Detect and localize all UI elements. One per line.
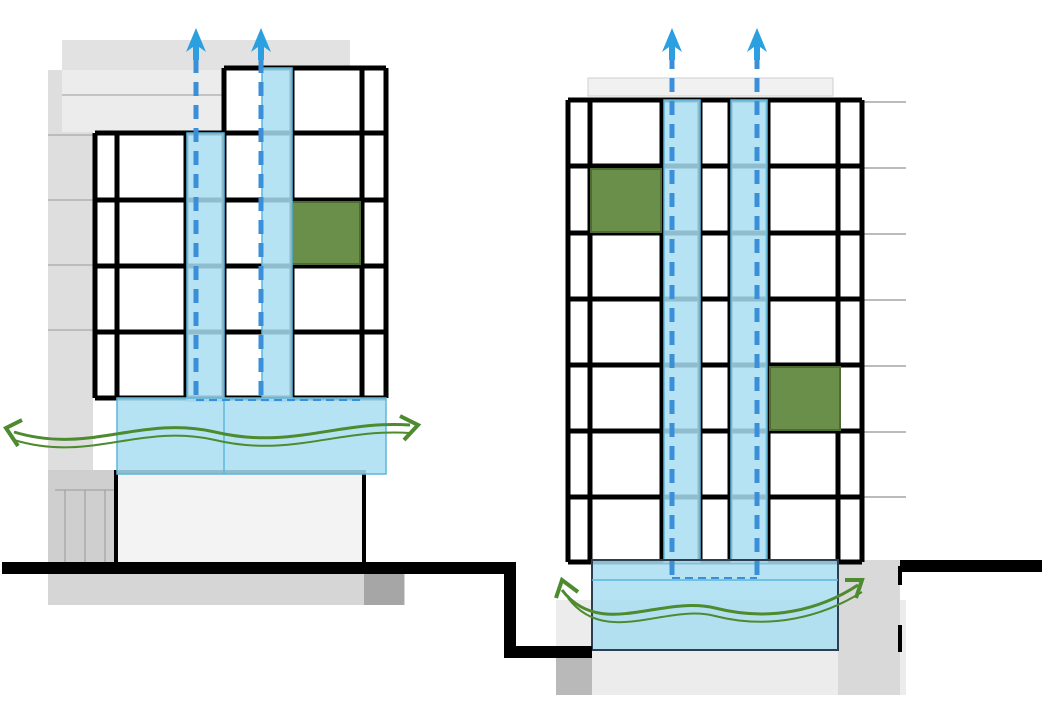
left-context-plinth	[48, 574, 405, 605]
right-plenum	[591, 559, 839, 651]
left-exhaust-arrows	[186, 28, 271, 60]
right-ground-line	[504, 562, 592, 658]
right-shaft-1	[663, 99, 701, 563]
right-context-roof	[587, 77, 834, 97]
left-green-panel	[291, 201, 361, 265]
right-building	[504, 28, 1042, 695]
left-shaft-2	[261, 67, 293, 402]
right-green-panel-2	[769, 366, 841, 431]
left-cross-vent-head-left	[3, 418, 23, 448]
right-airflow-paths	[669, 50, 760, 579]
left-shaft-1	[186, 132, 225, 402]
left-cross-vent-head-right	[399, 414, 422, 442]
right-cross-vent-arrow	[554, 576, 865, 624]
right-exhaust-arrow-2	[747, 28, 767, 60]
left-exhaust-arrow-1	[186, 28, 206, 60]
left-ground-floor	[114, 470, 366, 570]
left-context-upper	[62, 70, 222, 132]
left-exhaust-arrow-2	[251, 28, 271, 60]
right-context-lines	[862, 101, 906, 498]
left-building	[2, 28, 505, 605]
right-context-step	[556, 655, 592, 695]
right-cross-vent-head-left	[554, 576, 580, 599]
left-context-step	[364, 574, 404, 605]
right-cross-vent-head-right	[845, 578, 865, 599]
left-cross-vent-arrow	[3, 414, 422, 449]
right-context-side	[838, 560, 900, 695]
right-green-panel-1	[590, 168, 662, 233]
left-context-backdrop	[62, 40, 350, 70]
left-airflow-paths	[193, 50, 360, 401]
right-shaft-2	[730, 99, 768, 563]
right-exhaust-arrow-1	[662, 28, 682, 60]
right-exhaust-arrows	[662, 28, 767, 60]
